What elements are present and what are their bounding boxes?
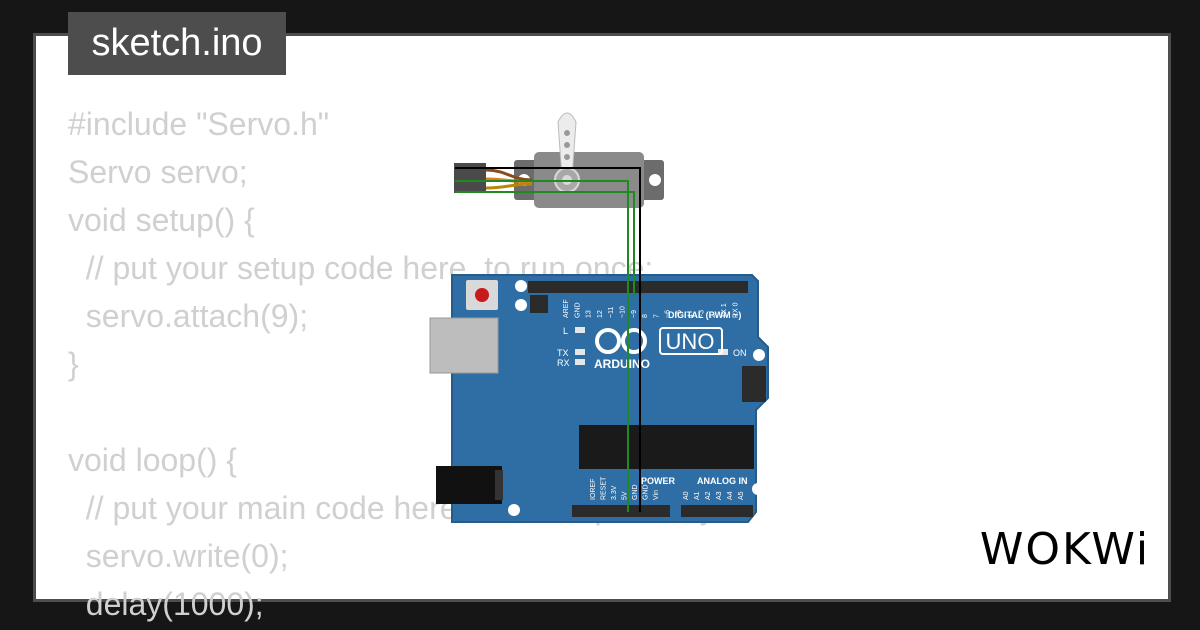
- icsp2-header: [530, 295, 548, 313]
- l-label: L: [563, 326, 568, 336]
- uno-badge: [659, 327, 723, 355]
- code-line: }: [68, 346, 79, 382]
- top-pin-label: 7: [653, 314, 660, 318]
- power-wire[interactable]: [455, 180, 629, 512]
- l-led: [575, 327, 585, 333]
- mounting-hole: [752, 483, 764, 495]
- top-pin-label: ~3: [699, 310, 706, 318]
- servo-mount-hole: [649, 174, 661, 186]
- mounting-hole: [515, 280, 527, 292]
- filename-tab[interactable]: sketch.ino: [68, 12, 286, 75]
- digital-label: DIGITAL (PWM ~): [668, 310, 741, 320]
- power-header: [572, 505, 670, 517]
- on-label: ON: [733, 348, 747, 358]
- wokwi-logo: WOKWi: [975, 522, 1155, 578]
- power-pin-label: 5V: [622, 491, 629, 500]
- power-pin-label: GND: [643, 484, 650, 500]
- code-line: #include "Servo.h": [68, 106, 330, 142]
- reset-button-cap[interactable]: [475, 288, 489, 302]
- microcontroller-chip: [579, 425, 754, 469]
- code-line: // put your setup code here, to run once…: [68, 250, 654, 286]
- signal-wire[interactable]: [455, 191, 635, 295]
- power-pin-label: IOREF: [590, 479, 597, 500]
- power-pin-label: RESET: [601, 476, 608, 500]
- mounting-hole: [753, 349, 765, 361]
- analog-pin-label: A2: [705, 491, 712, 500]
- power-pin-label: Vin: [653, 490, 660, 500]
- top-pin-label: RX 0: [733, 302, 740, 318]
- analog-header: [681, 505, 753, 517]
- board-model-label: UNO: [666, 329, 715, 354]
- analog-pin-label: A1: [694, 491, 701, 500]
- code-line: servo.write(0);: [68, 538, 289, 574]
- top-pin-label: ~9: [631, 310, 638, 318]
- power-jack-tip: [495, 470, 503, 500]
- arduino-uno-board[interactable]: UNO ARDUINO DIGITAL (PWM ~) POWER ANALOG…: [429, 274, 769, 523]
- board-logo-label: ARDUINO: [594, 357, 650, 371]
- code-line: delay(1000);: [68, 586, 264, 622]
- ground-wire[interactable]: [455, 167, 641, 512]
- top-pin-label: 13: [586, 310, 593, 318]
- usb-port: [429, 317, 499, 374]
- rx-led: [575, 359, 585, 365]
- tx-label: TX: [557, 348, 569, 358]
- power-jack: [436, 466, 502, 504]
- servo-motor[interactable]: [454, 112, 664, 208]
- power-pin-label: GND: [632, 484, 639, 500]
- code-line: void setup() {: [68, 202, 255, 238]
- analog-pin-label: A3: [716, 491, 723, 500]
- mounting-hole: [508, 504, 520, 516]
- top-pin-label: 4: [687, 314, 694, 318]
- top-pin-label: ~11: [608, 307, 615, 318]
- mounting-hole: [515, 299, 527, 311]
- analog-label: ANALOG IN: [697, 476, 748, 486]
- arduino-logo-icon: [595, 328, 647, 354]
- top-pin-label: 2: [710, 314, 717, 318]
- code-line: void loop() {: [68, 442, 237, 478]
- rx-label: RX: [557, 358, 570, 368]
- top-pin-label: GND: [574, 302, 581, 318]
- top-pin-label: AREF: [563, 299, 570, 318]
- digital-header: [528, 281, 748, 293]
- top-pin-label: ~10: [620, 306, 627, 318]
- analog-pin-label: A5: [738, 491, 745, 500]
- wokwi-logo-text: WOKWi: [979, 524, 1151, 575]
- on-led: [718, 349, 728, 355]
- power-label: POWER: [641, 476, 676, 486]
- power-pin-label: 3.3V: [611, 485, 618, 500]
- code-line: Servo servo;: [68, 154, 248, 190]
- top-pin-label: TX 1: [721, 303, 728, 318]
- tx-led: [575, 349, 585, 355]
- top-pin-label: 8: [642, 314, 649, 318]
- top-pin-label: ~5: [676, 310, 683, 318]
- analog-pin-label: A4: [727, 491, 734, 500]
- analog-pin-label: A0: [683, 491, 690, 500]
- top-pin-label: ~6: [665, 310, 672, 318]
- icsp-header: [742, 366, 766, 402]
- top-pin-label: 12: [597, 310, 604, 318]
- code-line: servo.attach(9);: [68, 298, 309, 334]
